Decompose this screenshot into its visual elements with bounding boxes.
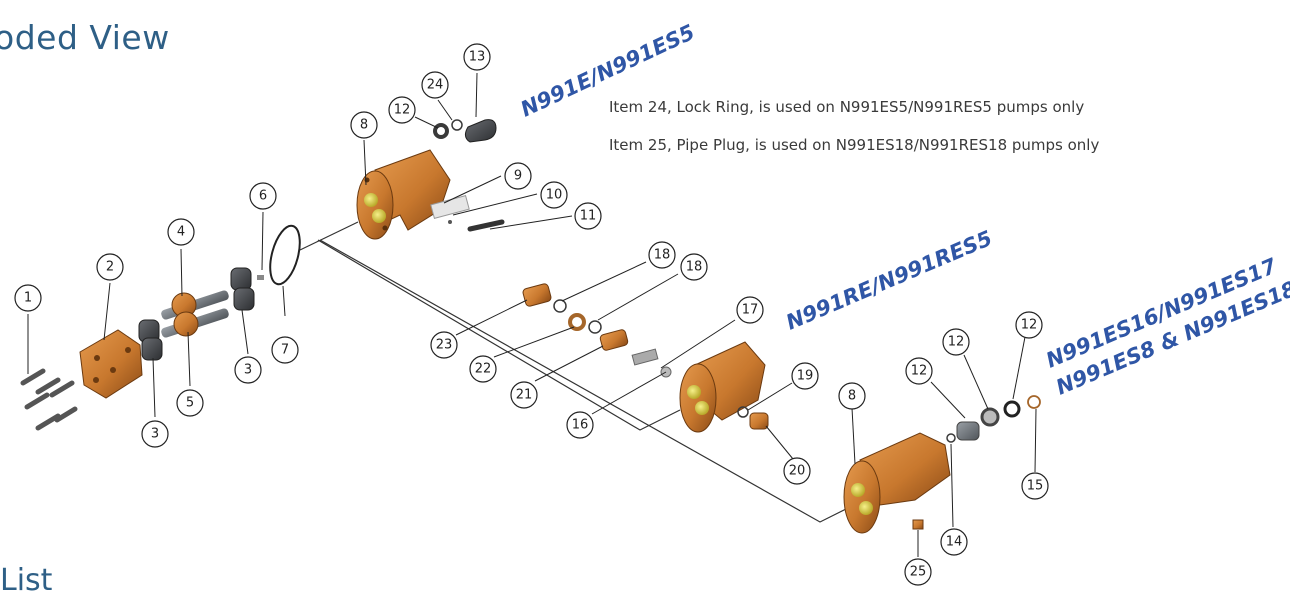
callout-25: 25 (910, 565, 927, 580)
callout-22: 22 (475, 362, 492, 377)
page-title: oded View (0, 18, 170, 57)
callout-15: 15 (1027, 479, 1044, 494)
callout-8b: 8 (848, 389, 856, 404)
callout-12d: 12 (1021, 318, 1038, 333)
callout-16: 16 (572, 418, 589, 433)
callout-numbers: 1 2 3 4 5 3 6 7 8 12 24 13 9 10 11 18 18… (24, 50, 1043, 580)
part-bolts (20, 368, 78, 431)
part-seals-right (946, 395, 1041, 443)
part-pump-body-bottom (843, 432, 951, 534)
assembly-axis-lines (299, 221, 859, 523)
callout-21: 21 (516, 388, 533, 403)
callout-17: 17 (742, 303, 759, 318)
callout-14: 14 (946, 535, 963, 550)
callout-2: 2 (106, 260, 114, 275)
part-relief-valve-parts (522, 283, 672, 378)
callout-3b: 3 (244, 363, 252, 378)
part-pump-body-top (356, 149, 451, 240)
callout-12: 12 (394, 103, 411, 118)
callout-23: 23 (436, 338, 453, 353)
callout-12c: 12 (948, 335, 965, 350)
part-plate-and-screw (430, 194, 505, 232)
model-label-top: N991E/N991ES5 (517, 20, 698, 122)
callout-18: 18 (654, 248, 671, 263)
callout-24: 24 (427, 78, 444, 93)
part-gears (161, 290, 229, 338)
leader-lines (27, 72, 1037, 557)
callout-13: 13 (469, 50, 486, 65)
callout-19: 19 (797, 369, 814, 384)
callout-12b: 12 (911, 364, 928, 379)
part-bushings-left (138, 267, 255, 361)
callout-20: 20 (789, 464, 806, 479)
note-lock-ring: Item 24, Lock Ring, is used on N991ES5/N… (609, 98, 1085, 116)
callout-4: 4 (177, 225, 185, 240)
callout-3: 3 (151, 427, 159, 442)
callout-circles (14, 43, 1049, 586)
callout-10: 10 (546, 188, 563, 203)
callout-6: 6 (259, 189, 267, 204)
part-pump-body-middle (679, 341, 766, 433)
model-label-middle: N991RE/N991RES5 (783, 226, 996, 335)
callout-18b: 18 (686, 260, 703, 275)
part-plug-and-seal (737, 406, 769, 430)
callout-11: 11 (580, 209, 597, 224)
callout-7: 7 (281, 343, 289, 358)
callout-1: 1 (24, 291, 32, 306)
part-pin-and-gasket (257, 224, 301, 286)
callout-8: 8 (360, 118, 368, 133)
callout-9: 9 (514, 169, 522, 184)
part-seals-top (433, 119, 497, 143)
part-end-cover (79, 329, 143, 399)
note-pipe-plug: Item 25, Pipe Plug, is used on N991ES18/… (609, 136, 1100, 154)
callout-5: 5 (186, 396, 194, 411)
